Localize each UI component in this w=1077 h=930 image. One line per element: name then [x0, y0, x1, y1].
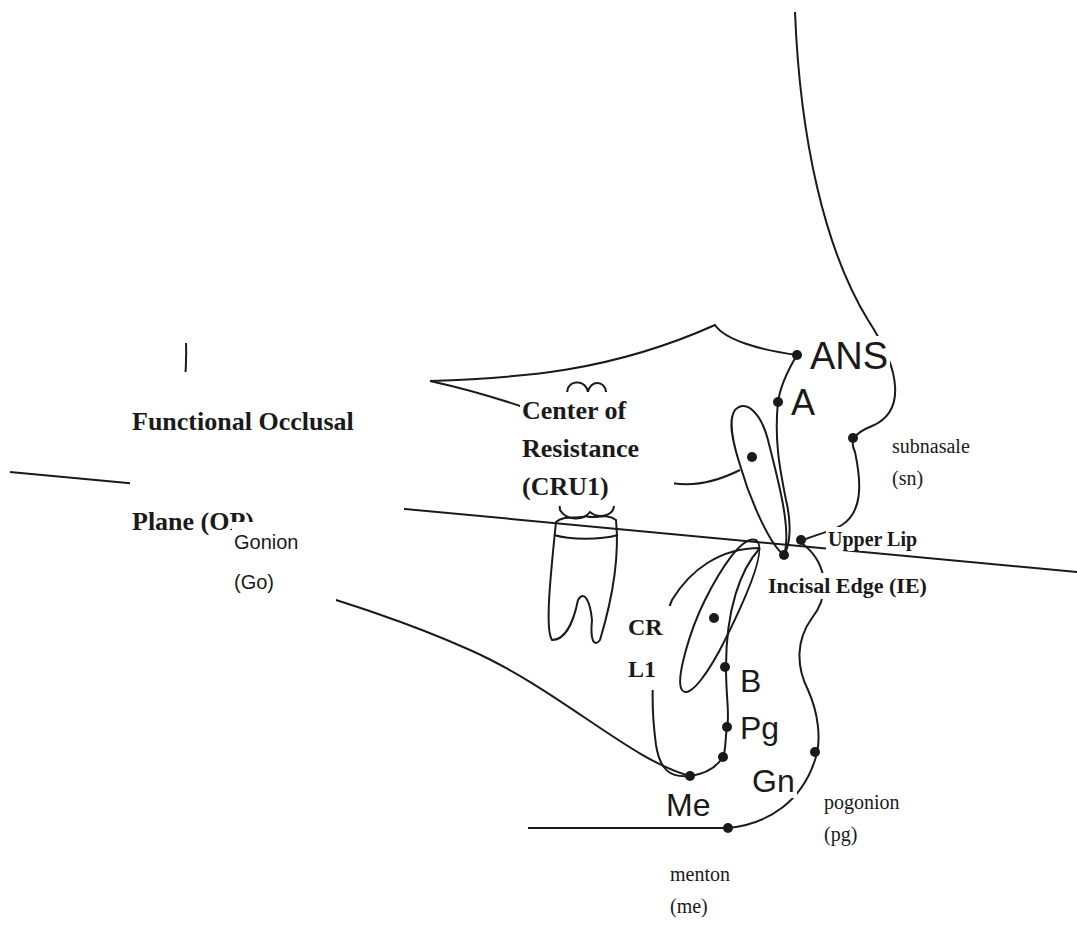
landmark-label: Gn — [750, 764, 797, 798]
soft-tissue-label: pogonion (pg) — [822, 786, 926, 850]
landmark-label: A — [789, 384, 817, 422]
landmark-label: Pg — [738, 711, 781, 745]
lower-molar — [549, 516, 617, 643]
soft-tissue-label: menton (me) — [668, 858, 762, 922]
resistance-label: Center of Resistance (CRU1) — [520, 392, 674, 506]
soft-tissue-label: subnasale (sn) — [890, 430, 1004, 494]
soft-tissue-label: Upper Lip — [826, 527, 919, 551]
palate — [430, 325, 797, 381]
landmark-label: Me — [664, 788, 712, 822]
landmark-label: B — [738, 664, 763, 698]
landmark-label: CR L1 — [626, 606, 674, 690]
lower-molar-crown — [554, 535, 618, 539]
landmark-label: Incisal Edge (IE) — [766, 573, 929, 599]
upper-incisor — [731, 406, 786, 555]
landmark-label: ANS — [808, 336, 890, 376]
landmark-label: Gonion (Go) — [232, 522, 336, 602]
